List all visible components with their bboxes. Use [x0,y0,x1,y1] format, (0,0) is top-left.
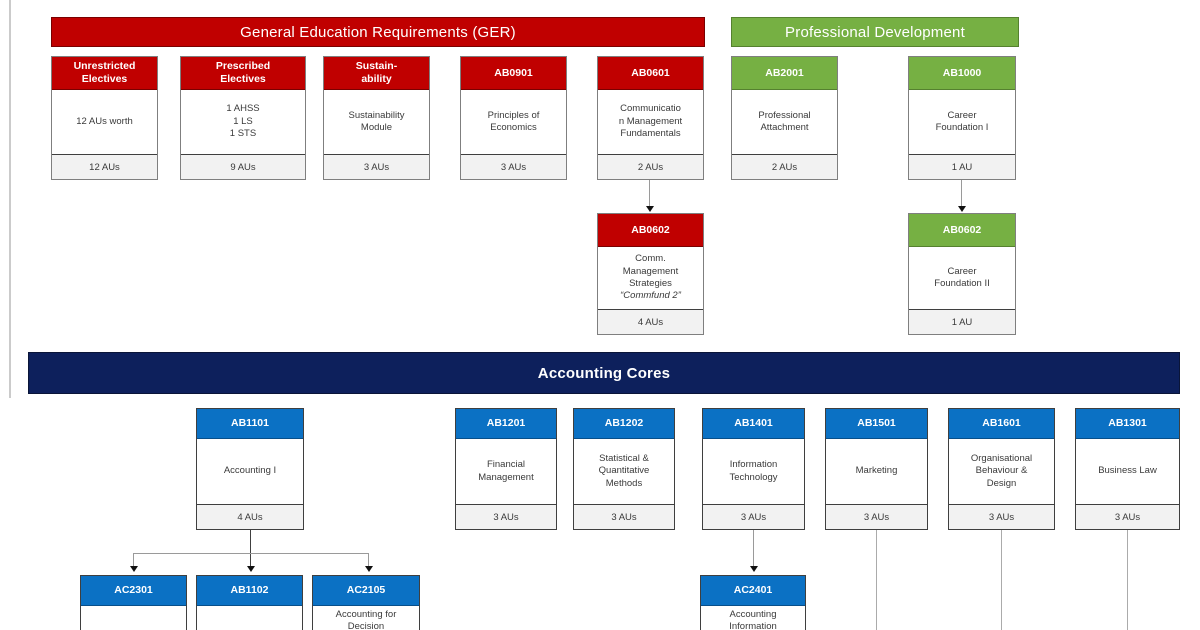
course-title: Statistical & Quantitative Methods [598,452,650,489]
course-au-count: 1 AU [909,154,1015,179]
arrow-down-icon [646,206,654,212]
course-au-count: 4 AUs [197,504,303,529]
course-code: Prescribed Electives [181,57,305,90]
course-title: Comm. Management Strategies“Commfund 2” [620,253,681,302]
course-card-ab0602g: AB0602 Career Foundation II 1 AU [908,213,1016,335]
course-title: Organisational Behaviour & Design [970,452,1033,489]
connector-line [250,554,251,566]
course-card-prescribed: Prescribed Electives 1 AHSS 1 LS 1 STS 9… [180,56,306,180]
page-edge-line [9,0,11,398]
course-code: AB1601 [949,409,1054,439]
connector-line [649,180,650,207]
course-au-count: 3 AUs [574,504,674,529]
course-card-ab0901: AB0901 Principles of Economics 3 AUs [460,56,567,180]
course-title: Principles of Economics [487,109,540,133]
course-title: Business Law [1098,465,1157,477]
course-card-sustain: Sustain- ability Sustainability Module 3… [323,56,430,180]
course-card-ab0601: AB0601 Communicatio n Management Fundame… [597,56,704,180]
course-title: 1 AHSS 1 LS 1 STS [226,103,260,140]
connector-line [1001,530,1002,630]
course-card-ac2105: AC2105 Accounting for Decision [312,575,420,630]
course-title [197,606,302,630]
connector-line [133,553,369,554]
course-au-count: 2 AUs [598,154,703,179]
course-card-ab1102: AB1102 [196,575,303,630]
course-subtitle-italic: “Commfund 2” [620,290,681,302]
course-code: AB1501 [826,409,927,439]
course-code: AB0602 [598,214,703,247]
course-title: 12 AUs worth [76,115,133,127]
course-au-count: 3 AUs [1076,504,1179,529]
course-title: Communicatio n Management Fundamentals [618,103,683,140]
ger-section-banner: General Education Requirements (GER) [51,17,705,47]
course-code: Sustain- ability [324,57,429,90]
course-code: AB0601 [598,57,703,90]
course-card-ab1601: AB1601 Organisational Behaviour & Design… [948,408,1055,530]
arrow-down-icon [365,566,373,572]
connector-line [961,180,962,207]
arrow-down-icon [958,206,966,212]
course-title: Professional Attachment [758,109,811,133]
connector-line [368,554,369,566]
course-au-count: 3 AUs [461,154,566,179]
course-au-count: 3 AUs [703,504,804,529]
course-code: AB1101 [197,409,303,439]
course-code: AB1301 [1076,409,1179,439]
arrow-down-icon [247,566,255,572]
course-title: Accounting I [223,465,277,477]
course-code: AB1102 [197,576,302,606]
course-title: Career Foundation I [935,109,989,133]
course-card-ab2001: AB2001 Professional Attachment 2 AUs [731,56,838,180]
course-title: Career Foundation II [934,265,990,289]
course-code: Unrestricted Electives [52,57,157,90]
connector-line [753,530,754,566]
course-au-count: 1 AU [909,309,1015,334]
professional-development-banner: Professional Development [731,17,1019,47]
course-card-ab0602r: AB0602 Comm. Management Strategies“Commf… [597,213,704,335]
course-code: AB1000 [909,57,1015,90]
arrow-down-icon [750,566,758,572]
connector-line [133,554,134,566]
connector-line [876,530,877,630]
course-au-count: 3 AUs [949,504,1054,529]
course-card-ab1301: AB1301 Business Law 3 AUs [1075,408,1180,530]
course-card-ab1000: AB1000 Career Foundation I 1 AU [908,56,1016,180]
course-card-ac2401: AC2401 Accounting Information [700,575,806,630]
course-au-count: 4 AUs [598,309,703,334]
connector-line [250,530,251,553]
course-code: AC2401 [701,576,805,606]
course-au-count: 3 AUs [456,504,556,529]
course-au-count: 2 AUs [732,154,837,179]
course-card-ab1101: AB1101 Accounting I 4 AUs [196,408,304,530]
course-title: Accounting for Decision [335,609,397,630]
course-title: Financial Management [478,459,534,483]
course-code: AB0602 [909,214,1015,247]
course-code: AB1201 [456,409,556,439]
course-au-count: 12 AUs [52,154,157,179]
course-card-ac2301: AC2301 [80,575,187,630]
course-au-count: 9 AUs [181,154,305,179]
course-title: Marketing [855,465,898,477]
course-title: Accounting Information [729,609,777,630]
course-code: AC2301 [81,576,186,606]
course-card-ab1202: AB1202 Statistical & Quantitative Method… [573,408,675,530]
course-title: Sustainability Module [348,109,405,133]
course-title: Information Technology [729,459,778,483]
course-code: AB1202 [574,409,674,439]
arrow-down-icon [130,566,138,572]
course-au-count: 3 AUs [324,154,429,179]
course-card-ab1501: AB1501 Marketing 3 AUs [825,408,928,530]
course-au-count: 3 AUs [826,504,927,529]
course-card-unrestricted: Unrestricted Electives 12 AUs worth 12 A… [51,56,158,180]
course-card-ab1201: AB1201 Financial Management 3 AUs [455,408,557,530]
course-code: AB1401 [703,409,804,439]
accounting-cores-banner: Accounting Cores [28,352,1180,394]
course-card-ab1401: AB1401 Information Technology 3 AUs [702,408,805,530]
course-code: AB0901 [461,57,566,90]
course-title [81,606,186,630]
course-code: AC2105 [313,576,419,606]
connector-line [1127,530,1128,630]
course-code: AB2001 [732,57,837,90]
